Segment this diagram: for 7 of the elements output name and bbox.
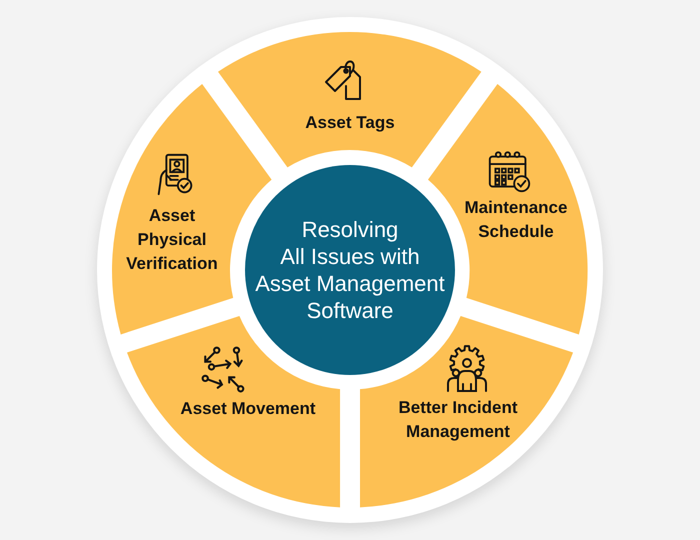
segment-label: Asset Physical Verification (125, 204, 218, 275)
segment-label: Better Incident Management (398, 396, 518, 443)
center-title: Resolving All Issues with Asset Management Software (254, 216, 446, 324)
segment-label: Maintenance Schedule (464, 196, 568, 243)
segment-label: Asset Movement (179, 398, 316, 420)
ring-segment (218, 32, 482, 168)
segment-label: Asset Tags (304, 112, 396, 134)
